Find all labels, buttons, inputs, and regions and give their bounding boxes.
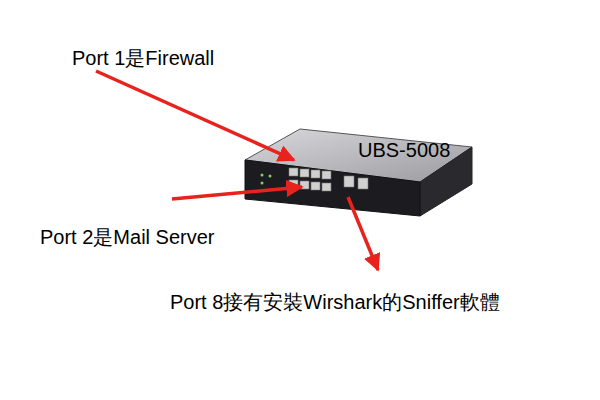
model-label: UBS-5008 [358, 138, 450, 162]
port-label: Port 2是Mail Server [40, 225, 215, 249]
switch-body [245, 129, 472, 216]
port-label: Port 1是Firewall [72, 46, 214, 70]
port-label: Port 8接有安裝Wirshark的Sniffer軟體 [170, 290, 500, 314]
